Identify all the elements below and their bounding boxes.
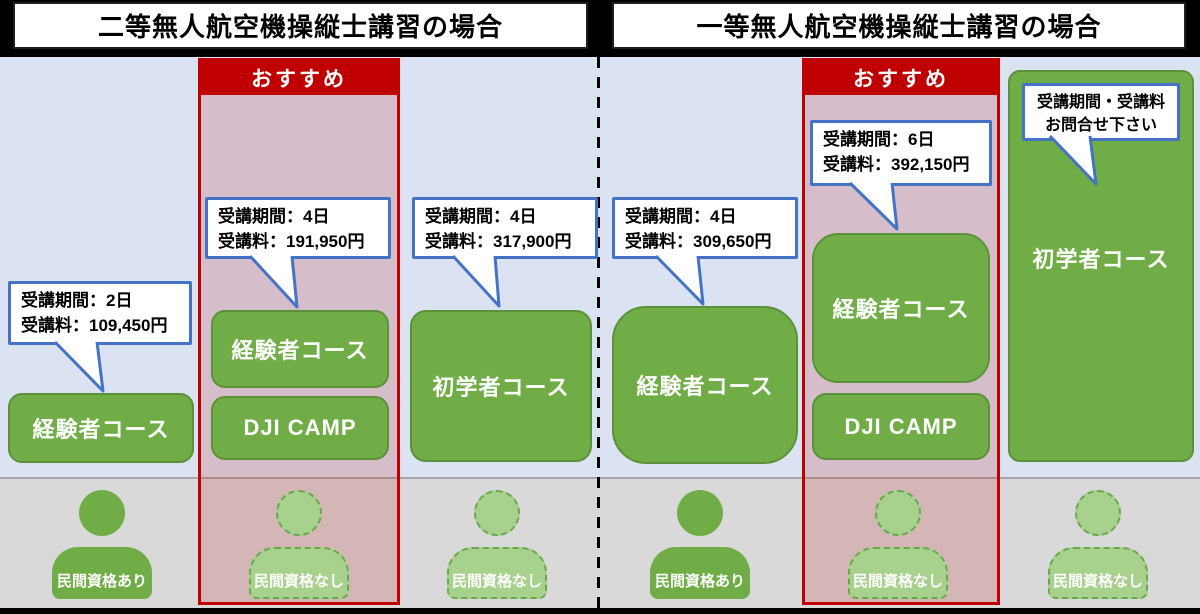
dashed-divider — [597, 57, 600, 608]
course-label: 経験者コース — [32, 417, 170, 442]
callout-fee: 受講料：109,450円 — [21, 315, 168, 335]
qualification-label: 民間資格なし — [852, 572, 943, 590]
qualification-gray-strip — [0, 477, 1200, 608]
person-qualification: 民間資格なし — [1048, 547, 1148, 599]
person-qualification: 民間資格あり — [52, 547, 152, 599]
person-qualification: 民間資格あり — [650, 547, 750, 599]
qualification-label: 民間資格あり — [654, 572, 745, 590]
header-second-class-course: 二等無人航空機操縦士講習の場合 — [13, 2, 588, 49]
course-label: 経験者コース — [231, 338, 369, 363]
callout-fee: 受講料：392,150円 — [823, 154, 970, 174]
person-icon — [474, 490, 520, 536]
header-first-class-label: 一等無人航空機操縦士講習の場合 — [696, 12, 1102, 42]
qualification-label: 民間資格なし — [253, 572, 344, 590]
qualification-label: 民間資格あり — [56, 572, 147, 590]
callout-price-col5: 受講期間：6日 受講料：392,150円 — [810, 120, 992, 186]
person-icon — [875, 490, 921, 536]
person-qualification: 民間資格なし — [249, 547, 349, 599]
header-first-class-course: 一等無人航空機操縦士講習の場合 — [612, 2, 1186, 49]
callout-tail — [451, 254, 501, 308]
recommended-banner: おすすめ — [201, 61, 397, 95]
course-label: 初学者コース — [432, 375, 570, 400]
callout-fee: 受講料：191,950円 — [218, 231, 365, 251]
callout-period: 受講期間：4日 — [425, 207, 537, 226]
person-icon — [1075, 490, 1121, 536]
course-box-experienced: 経験者コース — [211, 310, 389, 388]
recommended-banner: おすすめ — [805, 61, 997, 95]
callout-price-col3: 受講期間：4日 受講料：317,900円 — [412, 197, 598, 259]
course-label: DJI CAMP — [844, 413, 958, 439]
person-icon — [677, 490, 723, 536]
course-box-experienced: 経験者コース — [612, 306, 798, 464]
callout-period: 受講期間：2日 — [21, 291, 133, 310]
callout-tail — [53, 340, 105, 393]
bottom-black-band — [0, 608, 1200, 614]
course-box-experienced: 経験者コース — [8, 393, 194, 463]
course-label: 経験者コース — [832, 297, 970, 322]
callout-period: 受講期間：4日 — [625, 207, 737, 226]
person-qualification: 民間資格なし — [848, 547, 948, 599]
course-box-beginner: 初学者コース — [410, 310, 592, 462]
callout-price-col4: 受講期間：4日 受講料：309,650円 — [612, 197, 798, 259]
course-box-experienced: 経験者コース — [812, 233, 990, 383]
course-box-dji-camp: DJI CAMP — [812, 393, 990, 460]
course-label: 初学者コース — [1032, 247, 1170, 272]
header-second-class-label: 二等無人航空機操縦士講習の場合 — [97, 12, 503, 42]
course-label: 経験者コース — [636, 374, 774, 399]
callout-fee: お問合せ下さい — [1044, 117, 1157, 135]
course-box-dji-camp: DJI CAMP — [211, 396, 389, 460]
callout-period: 受講期間：4日 — [218, 207, 330, 226]
qualification-label: 民間資格なし — [1052, 572, 1143, 590]
callout-price-col2: 受講期間：4日 受講料：191,950円 — [205, 197, 391, 259]
callout-contact-col6: 受講期間・受講料 お問合せ下さい — [1022, 83, 1180, 141]
callout-price-col1: 受講期間：2日 受講料：109,450円 — [8, 281, 192, 345]
callout-fee: 受講料：317,900円 — [425, 231, 572, 251]
person-icon — [79, 490, 125, 536]
callout-tail — [654, 254, 705, 306]
person-qualification: 民間資格なし — [447, 547, 547, 599]
course-label: DJI CAMP — [243, 415, 357, 440]
person-icon — [276, 490, 322, 536]
callout-period: 受講期間・受講料 — [1036, 94, 1165, 111]
callout-period: 受講期間：6日 — [823, 130, 935, 149]
qualification-label: 民間資格なし — [451, 572, 542, 590]
callout-fee: 受講料：309,650円 — [625, 231, 772, 251]
